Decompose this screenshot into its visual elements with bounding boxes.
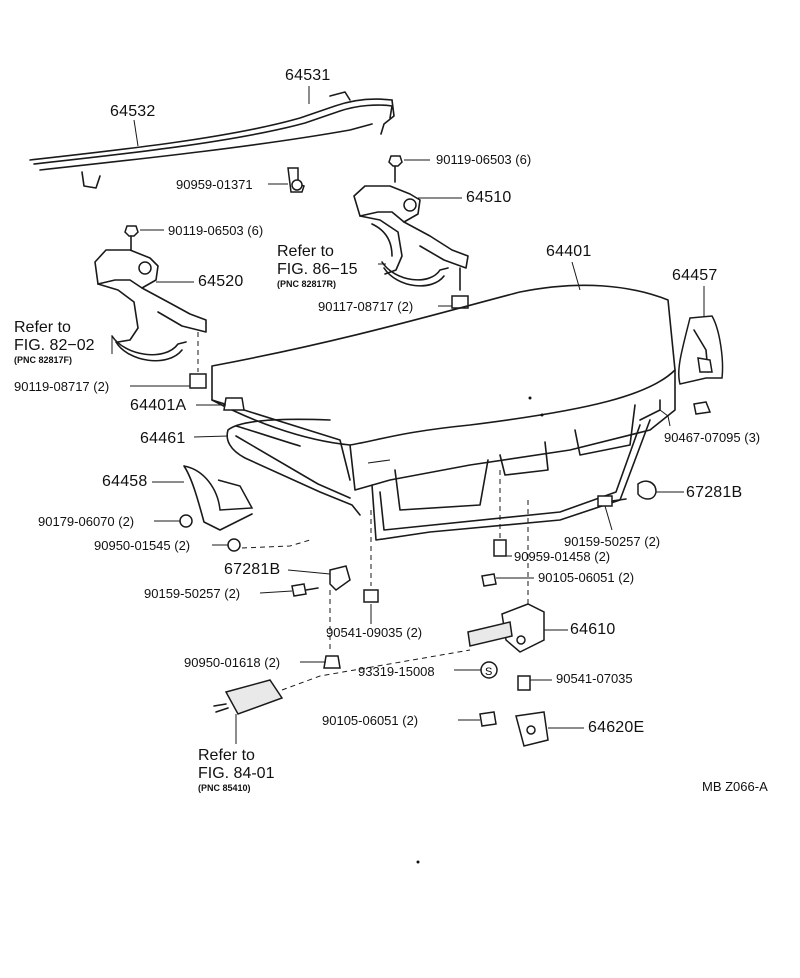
bolt-90119-06503-right <box>388 155 403 183</box>
clip-90959-01458 <box>493 470 507 557</box>
clip-90467-07095 <box>693 401 712 415</box>
svg-text:S: S <box>485 666 492 678</box>
screw-90159-50257-left <box>291 583 319 597</box>
label-90950-01545: 90950-01545 (2) <box>94 538 191 553</box>
cushion-90541-09035 <box>363 510 379 603</box>
label-90541-09035: 90541-09035 (2) <box>326 625 423 640</box>
torsion-bar-64532 <box>39 123 373 189</box>
spring-93319-15008: S <box>480 661 498 679</box>
ref-fig84-line2: FIG. 84-01 <box>198 765 275 782</box>
label-67281B-right: 67281B <box>686 484 743 501</box>
label-90541-07035: 90541-07035 <box>556 671 633 686</box>
nut-90179-06070 <box>179 514 193 528</box>
stray-dot <box>416 860 420 864</box>
cushion-90950-01618 <box>323 590 341 669</box>
figure-code: MB Z066-A <box>702 779 768 794</box>
hinge-64510 <box>353 185 469 287</box>
stopper-67281B-left <box>329 565 351 591</box>
label-90119-06503-left: 90119-06503 (6) <box>168 223 264 238</box>
clip-90959-01371 <box>287 167 305 193</box>
label-64620E: 64620E <box>588 719 645 736</box>
opener-assembly <box>213 649 471 715</box>
label-90159-50257-right: 90159-50257 (2) <box>564 534 661 549</box>
ref-fig86-line2: FIG. 86−15 <box>277 261 358 278</box>
label-90959-01458: 90959-01458 (2) <box>514 549 611 564</box>
lock-64610 <box>467 500 545 653</box>
screw-90159-50257-right <box>597 495 627 507</box>
label-90119-06503-right: 90119-06503 (6) <box>436 152 532 167</box>
weatherstrip-64461 <box>226 399 661 516</box>
leader-lines <box>111 86 705 744</box>
hinge-64520 <box>94 249 207 362</box>
label-90117-08717: 90117-08717 (2) <box>318 299 414 314</box>
label-90105-06051-upper: 90105-06051 (2) <box>538 570 635 585</box>
label-64532: 64532 <box>110 103 156 120</box>
label-67281B-left: 67281B <box>224 561 281 578</box>
cover-64457 <box>677 315 724 385</box>
trunk-lid-64401 <box>211 284 676 541</box>
striker-64620E <box>515 675 549 747</box>
label-90159-50257-left: 90159-50257 (2) <box>144 586 241 601</box>
label-90119-08717: 90119-08717 (2) <box>14 379 110 394</box>
torsion-bar-64531 <box>29 91 395 165</box>
cover-64458 <box>183 465 254 531</box>
label-64510: 64510 <box>466 189 512 206</box>
label-64401: 64401 <box>546 243 592 260</box>
bolt-90117-08717-right <box>451 267 469 309</box>
label-64461: 64461 <box>140 430 186 447</box>
ref-fig84-pnc: (PNC 85410) <box>198 783 251 793</box>
ref-fig82-line2: FIG. 82−02 <box>14 337 95 354</box>
label-90105-06051-lower: 90105-06051 (2) <box>322 713 419 728</box>
label-64458: 64458 <box>102 473 148 490</box>
cushion-64401A <box>223 397 245 411</box>
ref-fig84-line1: Refer to <box>198 747 255 764</box>
ref-fig82-line1: Refer to <box>14 319 71 336</box>
label-64610: 64610 <box>570 621 616 638</box>
label-64457: 64457 <box>672 267 718 284</box>
label-64531: 64531 <box>285 67 331 84</box>
cushion-90950-01545 <box>227 538 311 552</box>
stopper-67281B-right <box>637 480 657 500</box>
ref-fig86-line1: Refer to <box>277 243 334 260</box>
label-64401A: 64401A <box>130 397 187 414</box>
label-90959-01371: 90959-01371 <box>176 177 253 192</box>
label-90950-01618: 90950-01618 (2) <box>184 655 281 670</box>
label-64520: 64520 <box>198 273 244 290</box>
label-93319-15008: 93319-15008 <box>358 664 435 679</box>
bolt-90119-08717-left <box>189 332 207 389</box>
bolt-90105-06051-lower <box>479 711 497 727</box>
ref-fig82-pnc: (PNC 82817F) <box>14 355 73 365</box>
label-90467-07095: 90467-07095 (3) <box>664 430 761 445</box>
label-90179-06070: 90179-06070 (2) <box>38 514 135 529</box>
bolt-90119-06503-left <box>124 225 139 251</box>
ref-fig86-pnc: (PNC 82817R) <box>277 279 337 289</box>
bolt-90105-06051-upper <box>481 573 497 587</box>
